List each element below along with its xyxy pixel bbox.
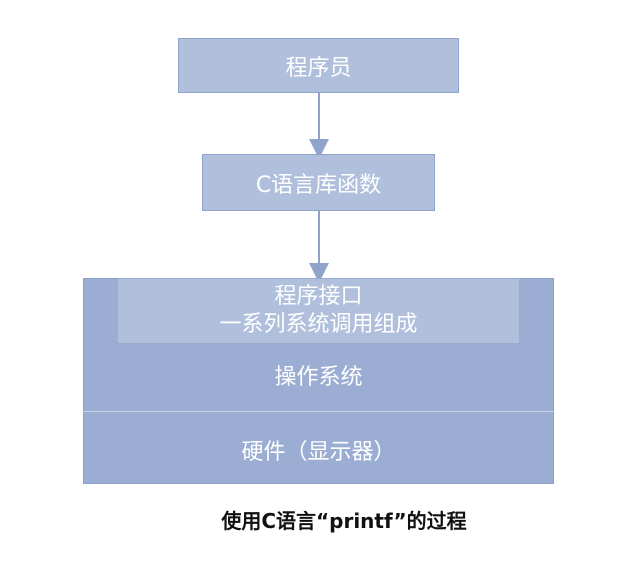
programmer-label: 程序员 xyxy=(285,55,352,81)
diagram-caption: 使用C语言“printf”的过程 xyxy=(221,509,467,533)
api-box: 程序接口 一系列系统调用组成 xyxy=(117,278,520,344)
programmer-box: 程序员 xyxy=(178,38,459,93)
api-label-line2: 一系列系统调用组成 xyxy=(219,312,418,337)
c-library-label: C语言库函数 xyxy=(255,172,382,198)
api-label-line1: 程序接口 xyxy=(274,284,363,309)
hardware-label-container: 硬件（显示器） xyxy=(83,430,554,470)
os-label: 操作系统 xyxy=(274,365,363,390)
os-hardware-divider xyxy=(83,411,554,412)
c-library-box: C语言库函数 xyxy=(202,154,435,211)
os-label-container: 操作系统 xyxy=(83,355,554,395)
hardware-label: 硬件（显示器） xyxy=(241,440,396,465)
